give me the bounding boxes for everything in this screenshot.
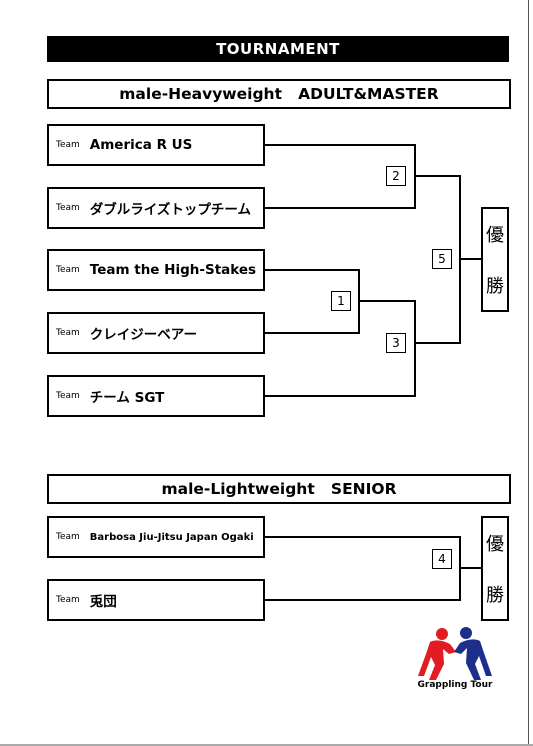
section-heavyweight-header: male-Heavyweight ADULT&MASTER [47,79,511,109]
champion-char: 勝 [486,275,504,297]
match-number-2: 2 [386,166,406,186]
team-label: Team [56,595,80,605]
wrestler-red-icon [418,628,456,680]
team-label: Team [56,265,80,275]
team-name: 兎団 [89,594,117,610]
team-name: America R US [89,137,193,153]
team-label: Team [56,532,80,542]
match-number-4: 4 [432,549,452,569]
team-name: チーム SGT [89,390,165,406]
team-label: Team [56,203,80,213]
wrestler-blue-icon [454,627,492,680]
team-slot-sgt: Team チーム SGT [47,375,265,417]
team-label: Team [56,328,80,338]
logo-text: Grappling Tour [417,680,493,690]
champion-char: 優 [486,225,504,247]
match-number-1: 1 [331,291,351,311]
champion-char: 優 [486,534,504,556]
section-lightweight-header: male-Lightweight SENIOR [47,474,511,504]
match-number-3: 3 [386,333,406,353]
tournament-title: TOURNAMENT [47,36,509,62]
team-slot-barbosa: Team Barbosa Jiu-Jitsu Japan Ogaki [47,516,265,558]
team-label: Team [56,140,80,150]
team-slot-usagi-dan: Team 兎団 [47,579,265,621]
page-edge-right [528,0,529,746]
page-edge-bottom [0,744,533,746]
team-slot-high-stakes: Team Team the High-Stakes [47,249,265,291]
team-slot-double-rise: Team ダブルライズトップチーム [47,187,265,229]
team-slot-crazy-bear: Team クレイジーベアー [47,312,265,354]
team-name: ダブルライズトップチーム [89,202,251,218]
champion-box-lightweight: 優 勝 [481,516,509,621]
team-name: Barbosa Jiu-Jitsu Japan Ogaki [89,531,254,543]
champion-box-heavyweight: 優 勝 [481,207,509,312]
team-label: Team [56,391,80,401]
team-name: Team the High-Stakes [89,262,257,278]
grappling-tour-logo-icon [418,627,492,680]
team-name: クレイジーベアー [89,327,197,343]
team-slot-america-r-us: Team America R US [47,124,265,166]
champion-char: 勝 [486,584,504,606]
match-number-5: 5 [432,249,452,269]
